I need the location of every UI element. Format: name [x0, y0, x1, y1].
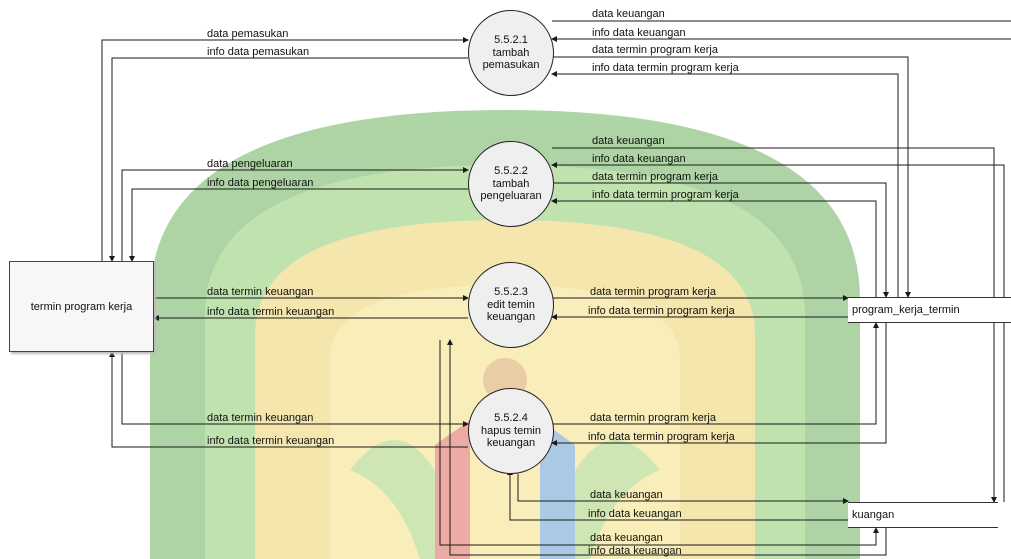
process-name-line: keuangan [486, 311, 536, 324]
flow-line-k-data-keuangan [517, 474, 849, 504]
process-name-line: tambah [492, 46, 530, 59]
process-number: 5.5.2.1 [494, 34, 528, 47]
flow-label: info data termin program kerja [592, 189, 739, 201]
flow-label: info data keuangan [592, 27, 686, 39]
external-entity-termin-program-kerja: termin program kerja [9, 261, 154, 352]
flow-line-info-data-pengeluaran [129, 188, 468, 262]
process-tambah-pemasukan: 5.5.2.1 tambah pemasukan [468, 10, 554, 96]
flow-line-p2-data-termin [552, 182, 889, 298]
flow-label: info data termin keuangan [207, 306, 335, 318]
flow-label: info data termin program kerja [588, 305, 735, 317]
entity-label: termin program kerja [30, 300, 133, 313]
flow-line-p4-info-data-termin-keuangan [109, 351, 468, 448]
flow-label: data keuangan [590, 532, 663, 544]
flow-label: info data keuangan [588, 545, 682, 557]
flow-line-k-data-keuangan-2 [439, 340, 879, 546]
flow-line-p4-info-data-termin-program-kerja [551, 323, 887, 446]
flow-line-info-data-pemasukan [109, 57, 468, 262]
process-name-line: pengeluaran [480, 190, 542, 203]
flow-line-p2-info-data-keuangan [551, 162, 1005, 502]
flow-label: data termin program kerja [590, 412, 716, 424]
flow-label: data termin program kerja [590, 286, 716, 298]
flow-label: info data termin program kerja [592, 62, 739, 74]
process-tambah-pengeluaran: 5.5.2.2 tambah pengeluaran [468, 141, 554, 227]
process-number: 5.5.2.2 [494, 165, 528, 178]
datastore-label: program_kerja_termin [852, 304, 960, 316]
flow-line-p4-data-termin-program-kerja [552, 322, 879, 425]
flow-line-p4-data-termin-keuangan [121, 352, 469, 427]
flow-lines [101, 20, 1011, 556]
flow-line-k-info-data-keuangan [507, 469, 848, 521]
flow-line-p1-info-data-termin [551, 71, 899, 297]
datastore-label: kuangan [852, 509, 895, 521]
datastore-program-kerja-termin: program_kerja_termin [848, 297, 1011, 323]
process-name-line: hapus temin [481, 424, 541, 437]
flow-label: info data termin keuangan [207, 435, 335, 447]
process-number: 5.5.2.3 [494, 286, 528, 299]
process-name-line: keuangan [486, 437, 536, 450]
flow-label: data pemasukan [207, 28, 289, 40]
flow-line-p1-data-termin [552, 56, 911, 298]
flow-line-data-pengeluaran [121, 167, 469, 261]
flow-label: info data pemasukan [207, 46, 310, 58]
flow-label: info data keuangan [592, 153, 686, 165]
process-hapus-temin-keuangan: 5.5.2.4 hapus temin keuangan [468, 388, 554, 474]
process-number: 5.5.2.4 [494, 412, 528, 425]
flow-label: data termin program kerja [592, 171, 718, 183]
flow-label: info data pengeluaran [207, 177, 314, 189]
flow-label: data keuangan [590, 489, 663, 501]
flow-label: info data termin program kerja [588, 431, 735, 443]
process-name-line: tambah [492, 177, 530, 190]
flow-label: data termin program kerja [592, 44, 718, 56]
flow-label: data termin keuangan [207, 412, 314, 424]
flow-label: data termin keuangan [207, 286, 314, 298]
flow-line-data-pemasukan [101, 37, 469, 261]
flow-line-k-info-data-keuangan-2 [447, 339, 887, 556]
flow-line-p2-data-keuangan [552, 147, 997, 503]
flow-label: data keuangan [592, 135, 665, 147]
flow-label: data keuangan [592, 8, 665, 20]
process-edit-temin-keuangan: 5.5.2.3 edit temin keuangan [468, 262, 554, 348]
process-name-line: edit temin [487, 298, 535, 311]
flow-line-p2-info-data-termin [551, 198, 877, 297]
flow-label: info data keuangan [588, 508, 682, 520]
process-name-line: pemasukan [482, 59, 540, 72]
datastore-kuangan: kuangan [848, 502, 998, 528]
flow-label: data pengeluaran [207, 158, 293, 170]
